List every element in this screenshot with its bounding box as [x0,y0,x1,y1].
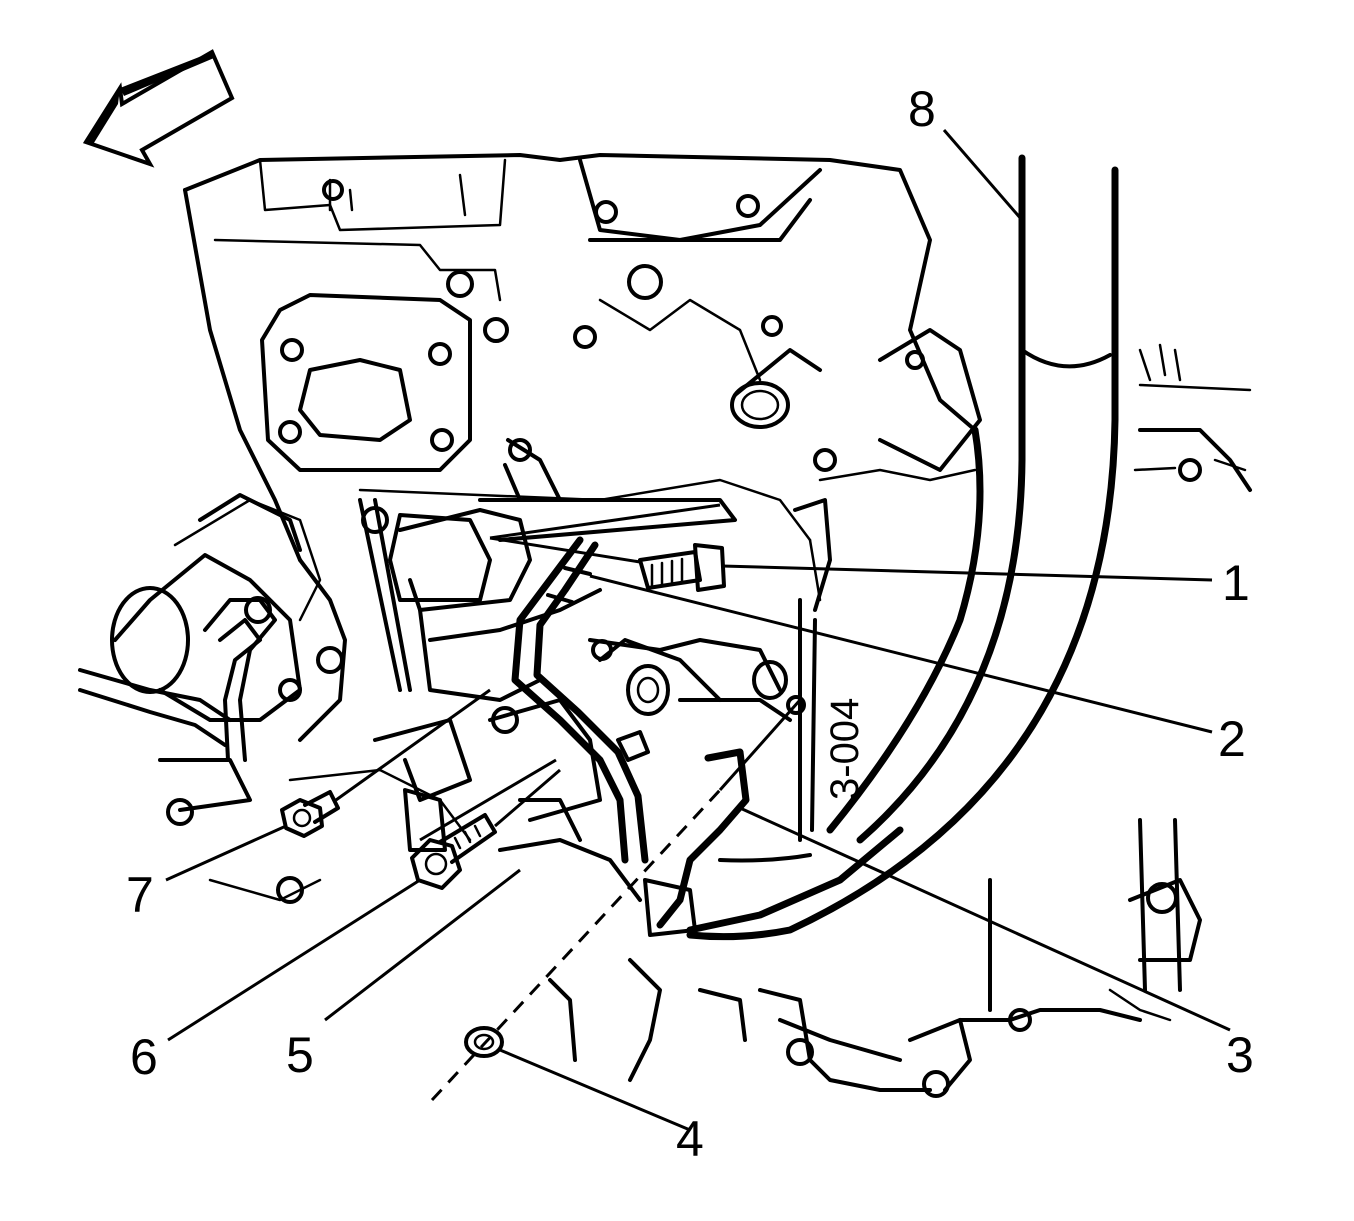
right-components [1133,343,1252,492]
turbo-coolant-pipe [398,508,602,702]
clip-item-3 [643,748,904,937]
leader-line-2 [589,574,1213,734]
leader-line-6 [167,878,421,1042]
leader-line-7b [335,688,491,802]
leader-lines [165,129,1231,1132]
callout-4: 4 [676,1111,704,1167]
callout-3: 3 [1226,1027,1254,1083]
callout-8: 8 [908,81,936,137]
callout-6: 6 [130,1029,158,1085]
tube-item-8 [686,154,1119,941]
leader-line-1c [489,536,641,564]
figure-code: 3-004 [823,698,867,800]
hose-item-2 [511,536,650,864]
leader-line-4-up [718,699,802,791]
callout-2: 2 [1218,711,1246,767]
callout-labels: 8 1 2 3 4 5 6 7 [126,81,1254,1167]
oil-pan [548,818,1202,1098]
leader-line-4 [499,1048,691,1132]
heat-shield-item-5 [373,698,642,902]
direction-arrow-icon [82,49,235,168]
leader-line-5b [419,758,557,842]
leader-line-8 [942,129,1024,221]
leader-line-1b [489,503,721,540]
callout-1: 1 [1222,555,1250,611]
bolt-item-7 [280,790,340,838]
bolt-item-1 [638,543,726,592]
callout-7: 7 [126,867,154,923]
coolant-hoses [78,498,472,904]
leader-line-7 [165,824,287,882]
leader-line-3 [739,806,1231,1032]
engine-block [183,153,982,842]
leader-line-5 [324,868,521,1022]
leader-line-1 [721,564,1213,582]
mounting-bracket [588,638,806,722]
nut-item-4 [464,1026,504,1058]
leader-line-6b [494,768,561,828]
callout-5: 5 [286,1027,314,1083]
